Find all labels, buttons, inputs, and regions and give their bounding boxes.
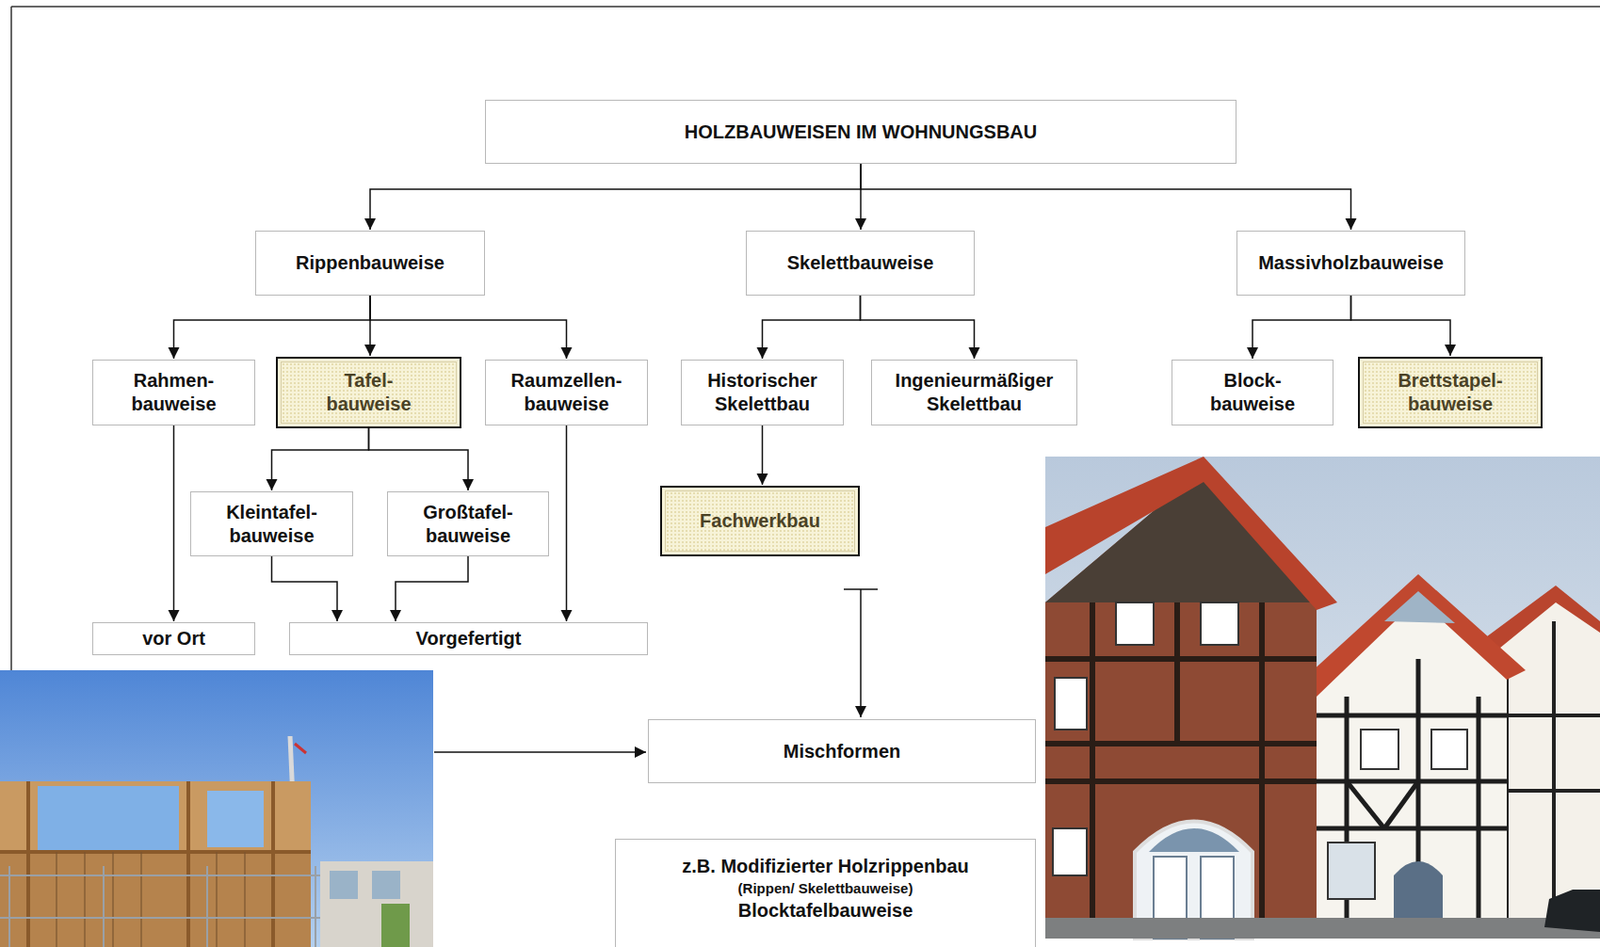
tree-connector bbox=[860, 163, 1352, 230]
node-label: Rahmen- bauweise bbox=[117, 369, 231, 417]
result-box: Mischformen bbox=[647, 719, 1036, 784]
sub-method-box: Kleintafel- bauweise bbox=[190, 491, 354, 557]
tree-connector bbox=[860, 295, 975, 359]
main-box: HOLZBAUWEISEN IM WOHNUNGSBAU bbox=[484, 99, 1237, 164]
node-label: Skelettbauweise bbox=[787, 251, 935, 275]
tree-connector bbox=[1351, 295, 1452, 356]
tree-connector bbox=[174, 295, 372, 359]
result-box: vor Ort bbox=[92, 622, 256, 656]
node-label: Fachwerkbau bbox=[699, 509, 821, 534]
method-box: Block- bauweise bbox=[1171, 359, 1334, 426]
node-label: Blocktafelbauweise bbox=[738, 899, 914, 923]
category-box: Skelettbauweise bbox=[745, 230, 975, 296]
tree-connector bbox=[369, 428, 469, 491]
tree-connector bbox=[395, 556, 469, 622]
tree-connector bbox=[370, 295, 567, 359]
method-box: Tafel- bauweise bbox=[275, 356, 462, 429]
node-label: HOLZBAUWEISEN IM WOHNUNGSBAU bbox=[684, 120, 1037, 145]
method-box: Raumzellen- bauweise bbox=[484, 359, 648, 426]
result-box: Vorgefertigt bbox=[289, 622, 648, 656]
category-box: Massivholzbauweise bbox=[1236, 230, 1466, 296]
example-box: z.B. Modifizierter Holzrippenbau(Rippen/… bbox=[614, 839, 1036, 947]
tree-connector bbox=[173, 425, 176, 622]
node-label: Ingenieurmäßiger Skelettbau bbox=[882, 369, 1067, 417]
node-label: Vorgefertigt bbox=[416, 627, 522, 651]
tree-connector bbox=[1252, 295, 1352, 359]
node-label: Großtafel- bauweise bbox=[404, 501, 533, 549]
sub-method-box: Großtafel- bauweise bbox=[387, 491, 550, 557]
method-box: Rahmen- bauweise bbox=[92, 359, 256, 426]
method-box: Fachwerkbau bbox=[660, 485, 860, 557]
timber-houses-photo bbox=[1045, 456, 1600, 939]
node-label: vor Ort bbox=[142, 627, 206, 651]
node-label: Block- bauweise bbox=[1195, 369, 1310, 417]
node-label: Brettstapel- bauweise bbox=[1382, 369, 1520, 417]
category-box: Rippenbauweise bbox=[255, 230, 485, 296]
tree-connector bbox=[272, 556, 339, 622]
node-label: Historischer Skelettbau bbox=[694, 369, 831, 417]
node-label: z.B. Modifizierter Holzrippenbau bbox=[681, 855, 969, 879]
node-label: Tafel- bauweise bbox=[312, 369, 426, 417]
node-label: Rippenbauweise bbox=[295, 251, 445, 275]
tree-connector bbox=[272, 428, 370, 491]
node-label: Mischformen bbox=[783, 740, 901, 764]
node-label: (Rippen/ Skelettbauweise) bbox=[738, 878, 914, 900]
node-label: Massivholzbauweise bbox=[1258, 251, 1444, 275]
tree-connector bbox=[762, 295, 861, 359]
method-box: Brettstapel- bauweise bbox=[1357, 356, 1543, 429]
method-box: Historischer Skelettbau bbox=[680, 359, 844, 426]
tree-connector bbox=[565, 425, 568, 622]
construction-photo bbox=[0, 670, 434, 947]
method-box: Ingenieurmäßiger Skelettbau bbox=[871, 359, 1078, 426]
tree-connector bbox=[370, 163, 861, 230]
node-label: Raumzellen- bauweise bbox=[498, 369, 635, 417]
node-label: Kleintafel- bauweise bbox=[208, 501, 336, 549]
tree-connector bbox=[761, 425, 764, 485]
